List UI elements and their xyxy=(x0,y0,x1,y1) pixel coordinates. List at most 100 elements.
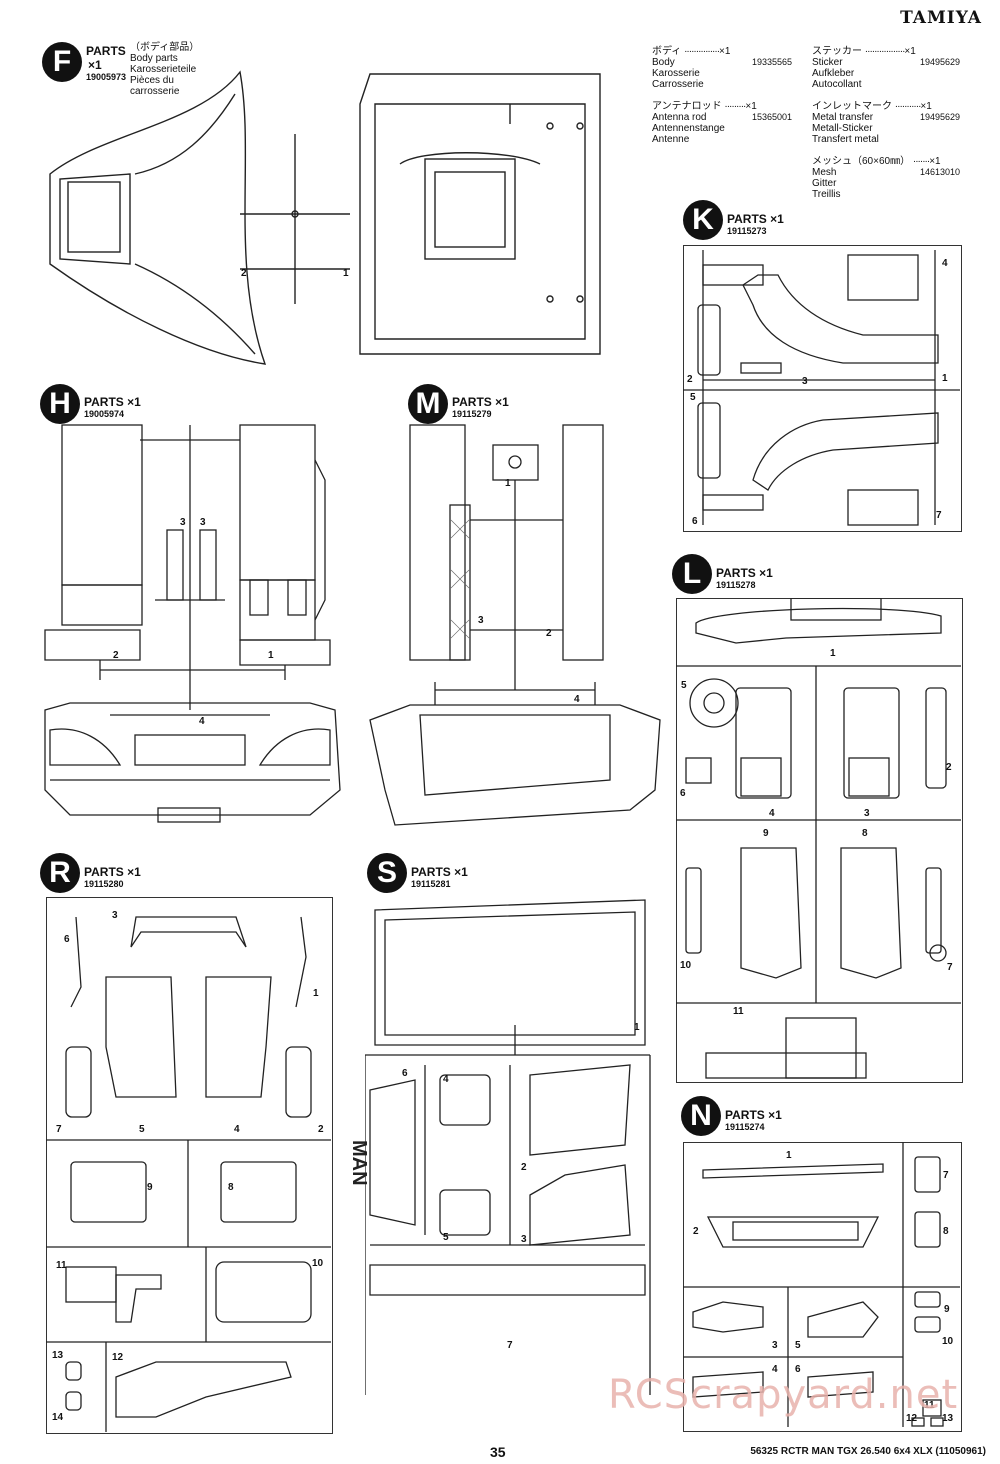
sheet-f-name-3: Pièces du xyxy=(130,75,174,86)
sheet-h-num-3a: 3 xyxy=(180,517,186,528)
sheet-n-num-5: 5 xyxy=(795,1340,801,1351)
legend-sticker-qty: ×1 xyxy=(904,46,916,57)
sheet-k-num-7: 7 xyxy=(936,510,942,521)
sheet-r-num-8: 8 xyxy=(228,1182,234,1193)
sheet-s-num-4: 4 xyxy=(443,1074,449,1085)
sheet-r-qty: ×1 xyxy=(127,865,141,879)
sheet-r-title: PARTS xyxy=(84,865,124,879)
sheet-k-frame xyxy=(683,245,962,532)
sheet-m-num-4: 4 xyxy=(574,694,580,705)
legend-body-code: 19335565 xyxy=(751,57,792,67)
sheet-k-num-5: 5 xyxy=(690,392,696,403)
legend-antenna-name-3: Antenne xyxy=(652,134,690,145)
sheet-m-header: PARTS ×1 19115279 xyxy=(452,395,509,419)
sheet-n-num-12: 12 xyxy=(906,1413,918,1424)
sheet-f-num-2: 2 xyxy=(241,268,247,279)
sheet-l-code: 19115278 xyxy=(716,580,756,590)
sheet-l-num-9: 9 xyxy=(763,828,769,839)
sheet-s-title: PARTS xyxy=(411,865,451,879)
sheet-n-num-3: 3 xyxy=(772,1340,778,1351)
sheet-k-title: PARTS xyxy=(727,212,767,226)
sheet-n-qty: ×1 xyxy=(768,1108,782,1122)
sheet-r-num-3: 3 xyxy=(112,910,118,921)
legend-sticker-name-2: Aufkleber xyxy=(812,68,855,79)
sheet-n-num-1: 1 xyxy=(786,1150,792,1161)
sheet-f-drawing xyxy=(49,70,601,365)
sheet-m-num-2: 2 xyxy=(546,628,552,639)
sheet-l-num-2: 2 xyxy=(946,762,952,773)
sheet-s-num-7: 7 xyxy=(507,1340,513,1351)
sheet-r-num-10: 10 xyxy=(312,1258,324,1269)
sheet-f-title: PARTS xyxy=(86,44,126,58)
legend-body-qty: ×1 xyxy=(719,46,731,57)
watermark: RCScrapyard.net xyxy=(608,1372,959,1418)
sheet-r-num-2: 2 xyxy=(318,1124,324,1135)
legend-metal-name-3: Transfert metal xyxy=(812,134,879,145)
sheet-r-num-9: 9 xyxy=(147,1182,153,1193)
sheet-n-num-7: 7 xyxy=(943,1170,949,1181)
legend-metal-name-2: Metall-Sticker xyxy=(812,123,873,134)
sheet-r-num-4: 4 xyxy=(234,1124,240,1135)
sheet-n-num-13: 13 xyxy=(942,1413,954,1424)
brand-logo: TAMIYA xyxy=(900,8,982,28)
sheet-s-badge: S xyxy=(367,853,407,893)
sheet-s-qty: ×1 xyxy=(454,865,468,879)
sheet-n-num-4: 4 xyxy=(772,1364,778,1375)
sheet-r-header: PARTS ×1 19115280 xyxy=(84,865,141,889)
sheet-l-header: PARTS ×1 19115278 xyxy=(716,566,773,590)
sheet-r-code: 19115280 xyxy=(84,879,124,889)
sheet-m-drawing xyxy=(369,424,661,826)
sheet-s-drawing xyxy=(365,899,651,1395)
sheet-m-num-3: 3 xyxy=(478,615,484,626)
sheet-k-num-3: 3 xyxy=(802,376,808,387)
sheet-r-num-14: 14 xyxy=(52,1412,64,1423)
legend-mesh-code: 14613010 xyxy=(919,167,960,177)
sheet-h-num-4: 4 xyxy=(199,716,205,727)
sheet-k-num-6: 6 xyxy=(692,516,698,527)
sheet-l-num-5: 5 xyxy=(681,680,687,691)
sheet-n-title: PARTS xyxy=(725,1108,765,1122)
sheet-k-num-1: 1 xyxy=(942,373,948,384)
man-logo: MAN xyxy=(348,1140,370,1186)
sheet-n-badge: N xyxy=(681,1096,721,1136)
sheet-h-qty: ×1 xyxy=(127,395,141,409)
legend-body-name-1: Body xyxy=(652,57,675,68)
sheet-s-num-5: 5 xyxy=(443,1232,449,1243)
sheet-r-num-1: 1 xyxy=(313,988,319,999)
sheet-n-header: PARTS ×1 19115274 xyxy=(725,1108,782,1132)
footer-code: 56325 RCTR MAN TGX 26.540 6x4 XLX (11050… xyxy=(750,1446,986,1457)
sheet-k-qty: ×1 xyxy=(770,212,784,226)
sheet-l-num-1: 1 xyxy=(830,648,836,659)
sheet-f-name-1: Body parts xyxy=(130,53,178,64)
sheet-r-frame xyxy=(46,897,333,1434)
sheet-l-num-10: 10 xyxy=(680,960,692,971)
sheet-n-num-8: 8 xyxy=(943,1226,949,1237)
sheet-f-header: PARTS ×1 19005973 xyxy=(86,44,126,82)
sheet-h-num-2: 2 xyxy=(113,650,119,661)
legend-body-name-2: Karosserie xyxy=(652,68,700,79)
sheet-l-badge: L xyxy=(672,554,712,594)
legend-metal-jp: インレットマーク xyxy=(812,101,892,112)
sheet-h-badge: H xyxy=(40,384,80,424)
sheet-l-num-11: 11 xyxy=(733,1006,744,1017)
sheet-f-qty: ×1 xyxy=(88,58,102,72)
legend-body-name-3: Carrosserie xyxy=(652,79,704,90)
sheet-f-code: 19005973 xyxy=(86,72,127,82)
sheet-l-num-8: 8 xyxy=(862,828,868,839)
sheet-k-drawing xyxy=(683,250,960,526)
sheet-l-num-3: 3 xyxy=(864,808,870,819)
sheet-h-drawing xyxy=(44,424,341,823)
legend-antenna-name-1: Antenna rod xyxy=(652,112,707,123)
sheet-n-num-11: 11 xyxy=(924,1400,935,1411)
sheet-k-num-4: 4 xyxy=(942,258,948,269)
sheet-r-num-13: 13 xyxy=(52,1350,64,1361)
sheet-n-num-10: 10 xyxy=(942,1336,954,1347)
sheet-h-num-1: 1 xyxy=(268,650,274,661)
legend-sticker-name-1: Sticker xyxy=(812,57,843,68)
sheet-l-num-7: 7 xyxy=(947,962,953,973)
legend-metal-code: 19495629 xyxy=(919,112,960,122)
